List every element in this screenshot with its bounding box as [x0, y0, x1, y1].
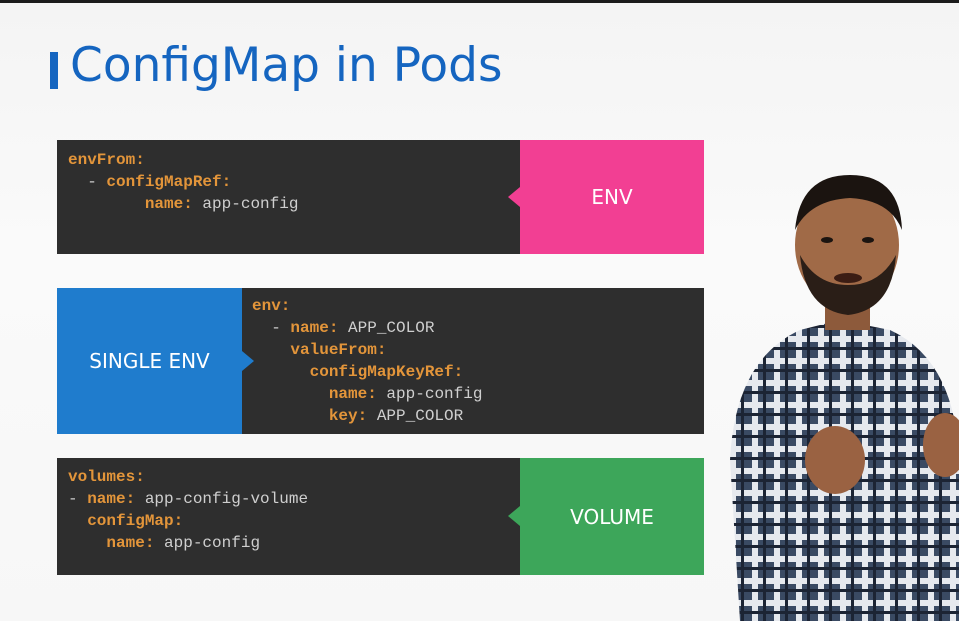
code-key: name:	[290, 319, 339, 337]
code-key: configMap:	[87, 512, 184, 530]
code-indent	[252, 407, 329, 425]
code-indent	[68, 512, 87, 530]
code-indent: -	[68, 173, 107, 191]
code-indent	[252, 363, 310, 381]
slide-title: ConfigMap in Pods	[70, 38, 503, 93]
code-line: - name: APP_COLOR	[252, 317, 704, 339]
code-indent	[68, 195, 145, 213]
code-key: name:	[106, 534, 155, 552]
volume-code-block: volumes: - name: app-config-volume config…	[57, 458, 521, 575]
code-line: envFrom:	[68, 149, 521, 171]
code-value: app-config	[154, 534, 261, 552]
code-indent: -	[68, 490, 88, 508]
code-line: name: app-config	[68, 193, 521, 215]
code-key: env:	[252, 297, 291, 315]
code-indent	[252, 385, 329, 403]
single-env-tag-pointer	[242, 351, 254, 371]
code-key: envFrom:	[68, 151, 145, 169]
code-value: APP_COLOR	[338, 319, 435, 337]
code-key: configMapRef:	[106, 173, 232, 191]
code-value: app-config	[192, 195, 299, 213]
code-line: - configMapRef:	[68, 171, 521, 193]
code-value: app-config	[376, 385, 483, 403]
code-key: configMapKeyRef:	[309, 363, 464, 381]
single-env-tag: SINGLE ENV	[57, 288, 242, 434]
code-line: name: app-config	[252, 383, 704, 405]
code-line: name: app-config	[68, 532, 521, 554]
env-tag-pointer	[508, 187, 520, 207]
code-line: configMap:	[68, 510, 521, 532]
volume-tag: VOLUME	[520, 458, 704, 575]
code-indent	[68, 534, 106, 552]
code-value: APP_COLOR	[367, 407, 464, 425]
code-key: valueFrom:	[290, 341, 387, 359]
top-bar	[0, 0, 959, 3]
volume-tag-pointer	[508, 506, 520, 526]
code-indent	[252, 341, 290, 359]
code-line: env:	[252, 295, 704, 317]
code-key: volumes:	[68, 468, 145, 486]
code-key: name:	[144, 195, 193, 213]
code-key: key:	[328, 407, 368, 425]
code-line: - name: app-config-volume	[68, 488, 521, 510]
code-key: name:	[87, 490, 136, 508]
code-line: configMapKeyRef:	[252, 361, 704, 383]
code-value: app-config-volume	[135, 490, 309, 508]
code-line: valueFrom:	[252, 339, 704, 361]
title-accent-bar	[50, 52, 58, 89]
single-env-code-block: env: - name: APP_COLOR valueFrom: config…	[242, 288, 704, 434]
code-indent: -	[252, 319, 291, 337]
presenter-image	[730, 175, 959, 621]
code-key: name:	[328, 385, 377, 403]
env-code-block: envFrom: - configMapRef: name: app-confi…	[57, 140, 521, 254]
code-line: volumes:	[68, 466, 521, 488]
env-tag: ENV	[520, 140, 704, 254]
code-line: key: APP_COLOR	[252, 405, 704, 427]
